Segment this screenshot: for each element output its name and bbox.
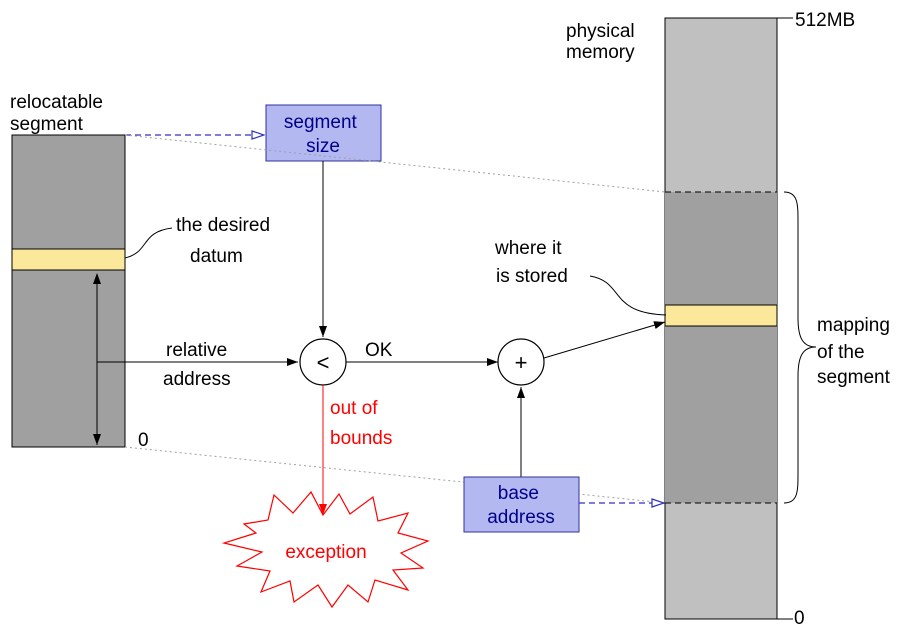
ok-label: OK — [365, 340, 393, 361]
desired-datum-label: the desired datum — [176, 215, 275, 267]
relocatable-segment — [11, 134, 126, 448]
segment-zero-label: 0 — [138, 430, 149, 451]
mapped-segment-region — [665, 192, 777, 503]
mapping-top-dotted-line — [124, 134, 666, 193]
relative-address-label: relative address — [163, 340, 233, 390]
mapping-brace — [783, 191, 817, 504]
segment-block — [11, 134, 126, 448]
less-than-symbol: < — [317, 350, 330, 375]
plus-symbol: + — [515, 350, 528, 375]
exception-label: exception — [285, 542, 366, 563]
mapping-label: mapping of the segment — [817, 315, 895, 388]
datum-leader-line — [124, 227, 173, 259]
physical-memory-label: physical memory — [566, 21, 640, 63]
comparator-node: < — [299, 338, 347, 386]
base-address-box: base address — [463, 476, 580, 533]
relocatable-segment-label: relocatable segment — [10, 92, 108, 135]
desired-datum-band — [11, 248, 126, 271]
adder-node: + — [497, 338, 545, 386]
stored-leader-line — [589, 275, 667, 316]
physical-memory — [664, 17, 793, 620]
out-of-bounds-label: out of bounds — [330, 398, 392, 449]
memory-bottom-label: 0 — [794, 608, 805, 625]
memory-top-label: 512MB — [795, 10, 855, 31]
exception-burst: exception — [221, 490, 430, 609]
where-stored-label: where it is stored — [494, 238, 568, 287]
stored-datum-band — [664, 304, 778, 327]
mapping-bottom-dotted-line — [124, 446, 666, 504]
segment-size-label: segment size — [284, 112, 362, 157]
adder-to-memory-arrow — [543, 321, 666, 359]
base-address-label: base address — [487, 483, 555, 528]
segment-size-box: segment size — [265, 104, 382, 162]
